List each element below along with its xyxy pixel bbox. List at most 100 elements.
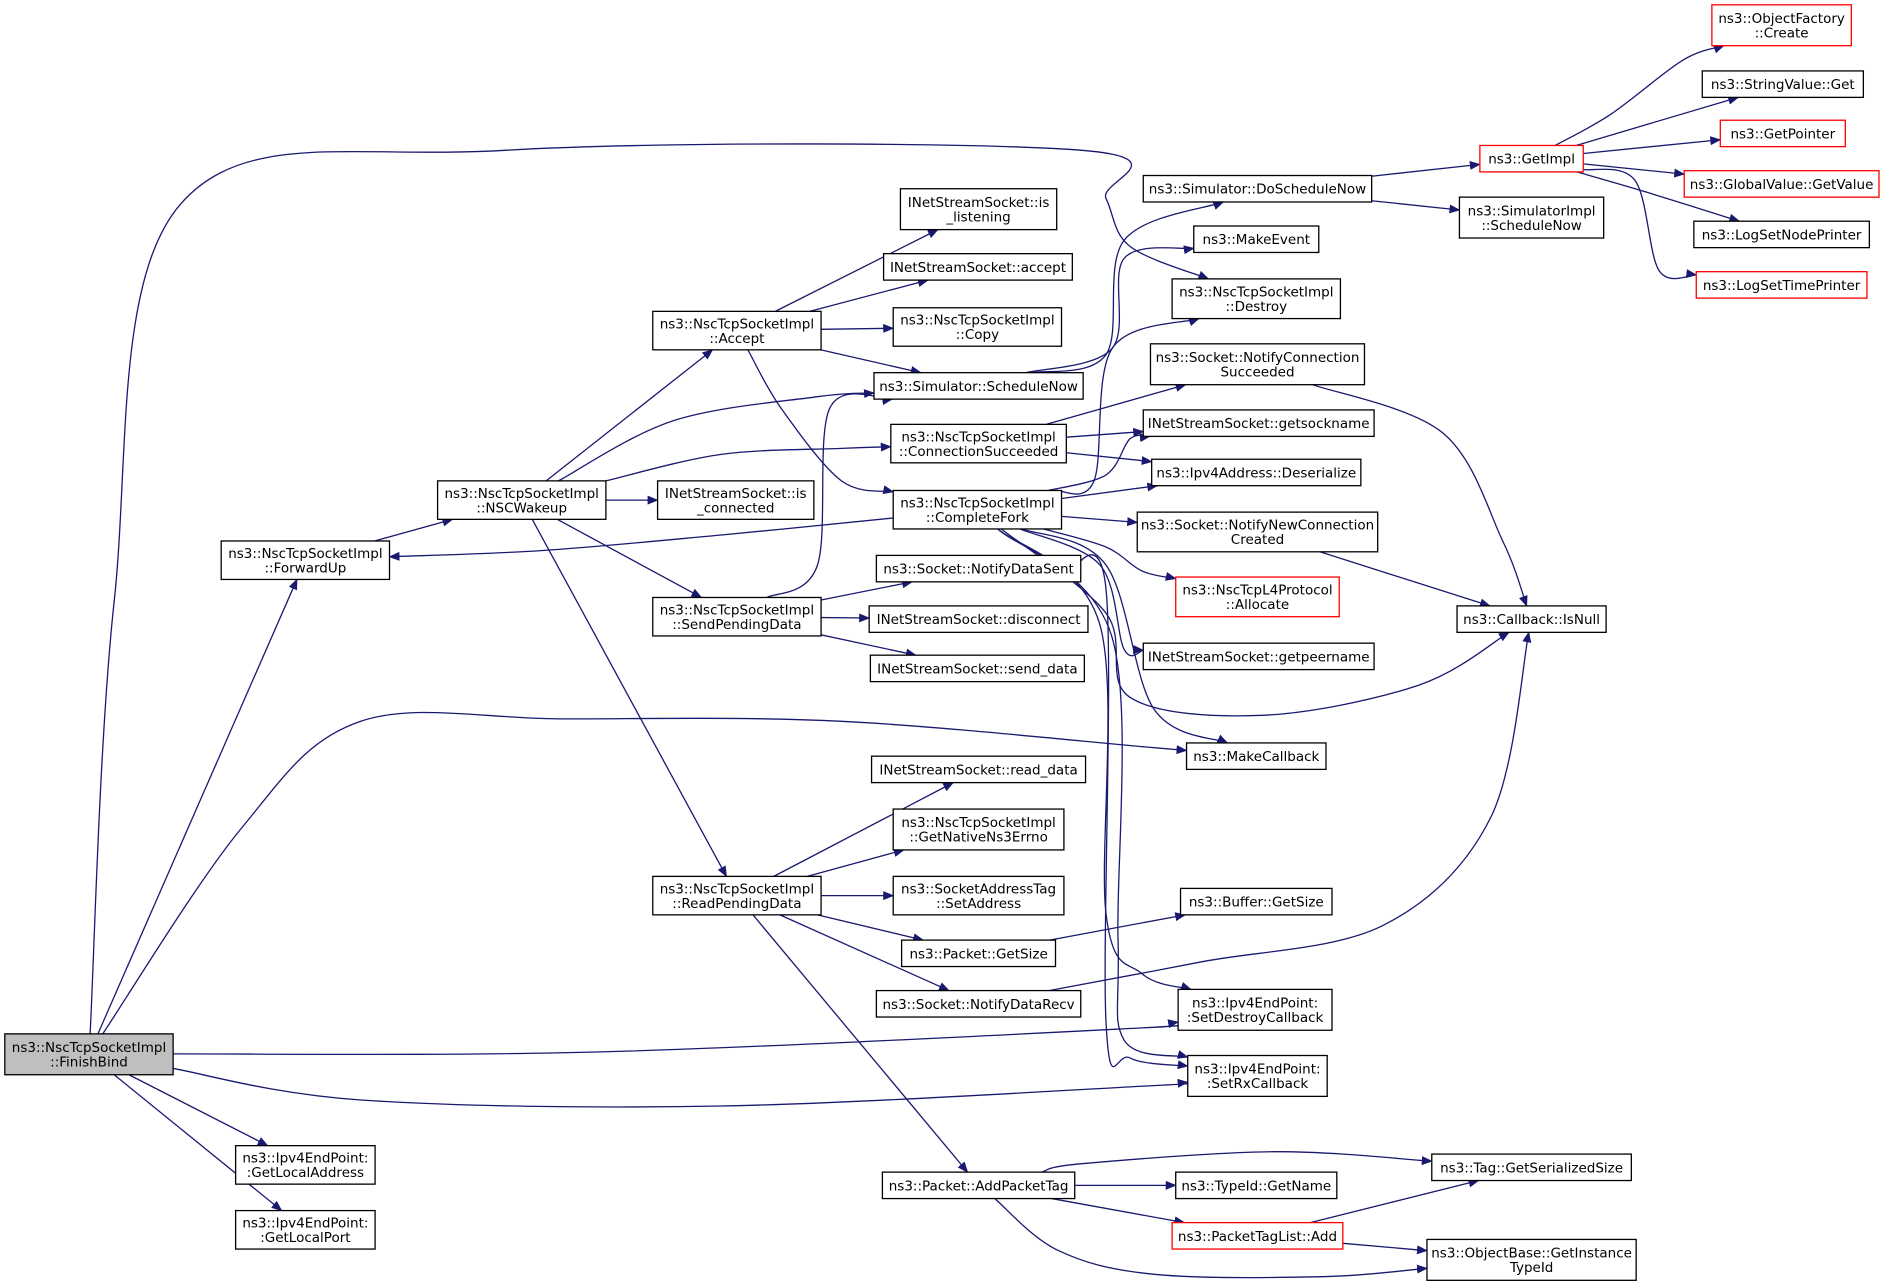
node-label-line-2: ::Copy	[956, 327, 999, 343]
node-label-line-2: ::Accept	[709, 331, 764, 347]
node-box	[220, 540, 391, 581]
node-label-line-1: ns3::NscTcpSocketImpl	[228, 546, 382, 562]
node-MakeCallback[interactable]: ns3::MakeCallback	[1185, 742, 1327, 771]
node-GetImpl[interactable]: ns3::GetImpl	[1479, 144, 1584, 173]
node-box	[1149, 343, 1366, 386]
node-label-line-1: ns3::Buffer::GetSize	[1189, 895, 1324, 911]
edge-FinishBind-to-GetLocalAddress	[128, 1074, 269, 1147]
node-GlobalValueGetValue[interactable]: ns3::GlobalValue::GetValue	[1683, 170, 1880, 198]
node-ObjectFactoryCreate[interactable]: ns3::ObjectFactory::Create	[1711, 4, 1852, 47]
edge-PacketTagListAdd-to-GetInstanceTypeId	[1342, 1242, 1428, 1255]
node-box	[875, 989, 1082, 1018]
node-AddPacketTag[interactable]: ns3::Packet::AddPacketTag	[881, 1171, 1076, 1200]
node-ScheduleNow[interactable]: ns3::Simulator::ScheduleNow	[873, 372, 1084, 400]
node-label-line-2: ::SendPendingData	[672, 617, 801, 633]
node-label-line-2: Created	[1231, 532, 1284, 548]
edge-NotifyConnectionSucceeded-to-IsNull	[1312, 384, 1528, 607]
node-DoScheduleNow[interactable]: ns3::Simulator::DoScheduleNow	[1142, 174, 1373, 203]
node-disconnect[interactable]: INetStreamSocket::disconnect	[868, 605, 1089, 633]
node-label-line-1: ns3::NscTcpSocketImpl	[12, 1040, 166, 1056]
node-LogSetTimePrinter[interactable]: ns3::LogSetTimePrinter	[1695, 271, 1868, 299]
node-GetLocalAddress[interactable]: ns3::Ipv4EndPoint::GetLocalAddress	[234, 1145, 376, 1185]
edge-NotifyNewConnectionCreated-to-IsNull	[1319, 551, 1491, 608]
node-GetSerializedSize[interactable]: ns3::Tag::GetSerializedSize	[1431, 1153, 1632, 1182]
edge-CompleteFork-to-MakeCallback	[1021, 528, 1229, 744]
node-FinishBind[interactable]: ns3::NscTcpSocketImpl::FinishBind	[4, 1033, 174, 1076]
node-box	[892, 489, 1063, 530]
edge-NSCWakeup-to-ScheduleNow	[558, 389, 875, 482]
node-ForwardUp[interactable]: ns3::NscTcpSocketImpl::ForwardUp	[220, 540, 391, 581]
node-label-line-2: :GetLocalPort	[260, 1230, 350, 1246]
node-label-line-1: ns3::Simulator::ScheduleNow	[879, 379, 1078, 395]
node-TypeIdGetName[interactable]: ns3::TypeId::GetName	[1175, 1171, 1338, 1200]
edge-Accept-to-isListening	[774, 229, 939, 312]
node-getsockname[interactable]: INetStreamSocket::getsockname	[1142, 409, 1375, 438]
node-label-line-1: ns3::GetPointer	[1730, 126, 1835, 142]
edge-FinishBind-to-ForwardUp	[97, 578, 298, 1035]
node-Deserialize[interactable]: ns3::Ipv4Address::Deserialize	[1151, 458, 1362, 487]
node-ConnectionSucceeded[interactable]: ns3::NscTcpSocketImpl::ConnectionSucceed…	[890, 423, 1067, 464]
node-getpeername[interactable]: INetStreamSocket::getpeername	[1142, 642, 1375, 671]
node-label-line-2: ::SetAddress	[936, 896, 1021, 912]
node-Accept[interactable]: ns3::NscTcpSocketImpl::Accept	[652, 310, 822, 351]
node-LogSetNodePrinter[interactable]: ns3::LogSetNodePrinter	[1693, 220, 1871, 249]
node-label-line-1: ns3::NscTcpSocketImpl	[901, 429, 1055, 445]
node-box	[656, 480, 815, 520]
node-SimulatorImplScheduleNow[interactable]: ns3::SimulatorImpl::ScheduleNow	[1458, 196, 1605, 239]
node-label-line-2: TypeId	[1509, 1260, 1554, 1276]
node-SetAddress[interactable]: ns3::SocketAddressTag::SetAddress	[892, 875, 1065, 916]
edge-ForwardUp-to-NSCWakeup	[374, 517, 454, 542]
edge-ConnectionSucceeded-to-NotifyConnectionSucceeded	[1046, 383, 1187, 425]
edge-NSCWakeup-to-ConnectionSucceeded	[605, 442, 892, 482]
node-NotifyDataSent[interactable]: ns3::Socket::NotifyDataSent	[875, 554, 1082, 583]
node-label-line-1: ns3::Socket::NotifyConnection	[1156, 350, 1360, 366]
node-MakeEvent[interactable]: ns3::MakeEvent	[1193, 225, 1320, 254]
node-box	[1171, 278, 1342, 320]
node-isConnected[interactable]: INetStreamSocket::is_connected	[656, 480, 815, 520]
node-SetDestroyCallback[interactable]: ns3::Ipv4EndPoint::SetDestroyCallback	[1177, 988, 1333, 1031]
edge-ReadPendingData-to-GetNativeNs3Errno	[807, 848, 905, 878]
node-NotifyDataRecv[interactable]: ns3::Socket::NotifyDataRecv	[875, 989, 1082, 1018]
node-box	[1431, 1153, 1632, 1182]
node-box	[1175, 576, 1340, 618]
node-ReadPendingData[interactable]: ns3::NscTcpSocketImpl::ReadPendingData	[652, 875, 822, 916]
node-send_data[interactable]: INetStreamSocket::send_data	[869, 654, 1086, 683]
node-Destroy[interactable]: ns3::NscTcpSocketImpl::Destroy	[1171, 278, 1342, 320]
edge-DoScheduleNow-to-SimulatorImplScheduleNow	[1371, 200, 1461, 214]
node-SendPendingData[interactable]: ns3::NscTcpSocketImpl::SendPendingData	[652, 596, 822, 637]
node-label-line-1: ns3::SocketAddressTag	[901, 881, 1056, 897]
node-isListening[interactable]: INetStreamSocket::is_listening	[899, 188, 1058, 231]
node-label-line-1: INetStreamSocket::is	[665, 486, 807, 502]
node-IsNull[interactable]: ns3::Callback::IsNull	[1456, 605, 1607, 633]
node-box	[1187, 1054, 1328, 1098]
node-box	[1683, 170, 1880, 198]
node-Copy[interactable]: ns3::NscTcpSocketImpl::Copy	[892, 307, 1063, 347]
edge-CompleteFork-to-NotifyNewConnectionCreated	[1061, 515, 1139, 527]
node-PacketGetSize[interactable]: ns3::Packet::GetSize	[900, 939, 1057, 968]
node-box	[870, 755, 1087, 784]
node-label-line-1: INetStreamSocket::getpeername	[1148, 649, 1370, 665]
node-Allocate[interactable]: ns3::NscTcpL4Protocol::Allocate	[1175, 576, 1340, 618]
node-label-line-2: :GetLocalAddress	[247, 1165, 364, 1181]
node-PacketTagListAdd[interactable]: ns3::PacketTagList::Add	[1171, 1221, 1344, 1250]
node-read_data[interactable]: INetStreamSocket::read_data	[870, 755, 1087, 784]
node-NSCWakeup[interactable]: ns3::NscTcpSocketImpl::NSCWakeup	[436, 480, 607, 520]
node-SetRxCallback[interactable]: ns3::Ipv4EndPoint::SetRxCallback	[1187, 1054, 1328, 1098]
node-box	[892, 307, 1063, 347]
node-BufferGetSize[interactable]: ns3::Buffer::GetSize	[1179, 887, 1333, 916]
node-GetPointer[interactable]: ns3::GetPointer	[1719, 119, 1846, 148]
node-accept[interactable]: INetStreamSocket::accept	[882, 253, 1073, 281]
node-label-line-1: ns3::SimulatorImpl	[1468, 203, 1596, 219]
node-StringValueGet[interactable]: ns3::StringValue::Get	[1701, 70, 1865, 99]
node-label-line-1: ns3::Simulator::DoScheduleNow	[1149, 182, 1366, 198]
node-CompleteFork[interactable]: ns3::NscTcpSocketImpl::CompleteFork	[892, 489, 1063, 530]
node-GetNativeNs3Errno[interactable]: ns3::NscTcpSocketImpl::GetNativeNs3Errno	[892, 808, 1065, 851]
node-GetLocalPort[interactable]: ns3::Ipv4EndPoint::GetLocalPort	[234, 1209, 376, 1250]
edge-SendPendingData-to-NotifyDataSent	[820, 579, 914, 601]
node-box	[1456, 605, 1607, 633]
node-box	[875, 554, 1082, 583]
edge-CompleteFork-to-getsockname	[1048, 433, 1151, 492]
